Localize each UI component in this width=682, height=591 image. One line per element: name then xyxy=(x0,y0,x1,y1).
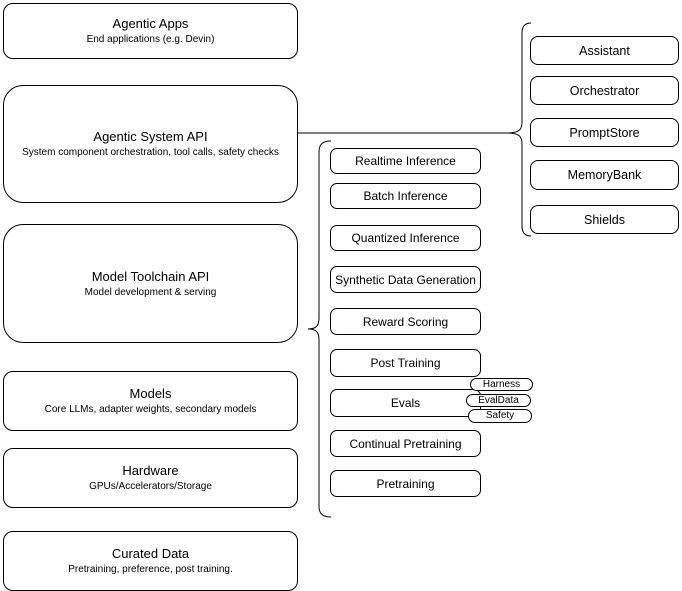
toolchain-item-post-training: Post Training xyxy=(330,349,481,377)
evals-pill-harness: Harness xyxy=(470,378,533,391)
toolchain-item-continual-pretraining: Continual Pretraining xyxy=(330,430,481,457)
agentic-item-label: Orchestrator xyxy=(569,83,640,98)
agentic-item-promptstore: PromptStore xyxy=(530,118,679,147)
pill-label: EvalData xyxy=(478,394,519,406)
layer-subtitle: Core LLMs, adapter weights, secondary mo… xyxy=(44,404,257,415)
toolchain-item-quantized-inference: Quantized Inference xyxy=(330,225,481,251)
agentic-item-memorybank: MemoryBank xyxy=(530,160,679,190)
layer-title: Models xyxy=(129,386,172,401)
toolchain-item-reward-scoring: Reward Scoring xyxy=(330,308,481,335)
layer-agentic-apps: Agentic Apps End applications (e.g. Devi… xyxy=(3,3,298,59)
pill-label: Safety xyxy=(485,410,515,421)
toolchain-item-label: Batch Inference xyxy=(363,189,448,203)
toolchain-item-label: Pretraining xyxy=(376,476,435,491)
brace-model-toolchain xyxy=(307,140,332,518)
layer-subtitle: GPUs/Accelerators/Storage xyxy=(89,481,212,492)
agentic-item-assistant: Assistant xyxy=(530,36,679,65)
layer-title: Hardware xyxy=(122,463,179,478)
layer-title: Agentic System API xyxy=(93,129,208,144)
agentic-item-label: Assistant xyxy=(579,43,630,58)
agentic-item-orchestrator: Orchestrator xyxy=(530,76,679,105)
layer-agentic-system-api: Agentic System API System component orch… xyxy=(3,85,298,203)
toolchain-item-label: Post Training xyxy=(370,356,441,370)
layer-subtitle: Pretraining, preference, post training. xyxy=(68,564,233,575)
layer-subtitle: System component orchestration, tool cal… xyxy=(22,147,279,158)
agentic-item-label: MemoryBank xyxy=(567,168,642,182)
toolchain-item-realtime-inference: Realtime Inference xyxy=(330,148,481,174)
toolchain-item-synthetic-data-generation: Synthetic Data Generation xyxy=(330,266,481,293)
layer-title: Agentic Apps xyxy=(112,16,189,31)
toolchain-item-pretraining: Pretraining xyxy=(330,470,481,497)
evals-pill-evaldata: EvalData xyxy=(466,394,531,407)
layer-hardware: Hardware GPUs/Accelerators/Storage xyxy=(3,448,298,508)
toolchain-item-label: Reward Scoring xyxy=(362,314,449,329)
layer-model-toolchain-api: Model Toolchain API Model development & … xyxy=(3,224,298,343)
layer-title: Curated Data xyxy=(111,546,190,561)
evals-pill-safety: Safety xyxy=(468,409,532,423)
agentic-item-label: Shields xyxy=(584,212,625,227)
layer-title: Model Toolchain API xyxy=(91,268,210,284)
toolchain-item-evals: Evals xyxy=(330,389,481,417)
toolchain-item-label: Synthetic Data Generation xyxy=(335,272,476,287)
layer-subtitle: Model development & serving xyxy=(84,286,217,298)
agentic-item-shields: Shields xyxy=(530,205,679,234)
agentic-item-label: PromptStore xyxy=(569,125,640,140)
pill-label: Harness xyxy=(482,378,521,390)
layer-curated-data: Curated Data Pretraining, preference, po… xyxy=(3,531,298,591)
toolchain-item-batch-inference: Batch Inference xyxy=(330,183,481,209)
toolchain-item-label: Continual Pretraining xyxy=(349,436,462,451)
brace-agentic-system xyxy=(506,22,532,237)
layer-subtitle: End applications (e.g. Devin) xyxy=(86,34,215,45)
toolchain-item-label: Quantized Inference xyxy=(351,231,460,245)
layer-models: Models Core LLMs, adapter weights, secon… xyxy=(3,371,298,431)
toolchain-item-label: Evals xyxy=(390,396,421,410)
toolchain-item-label: Realtime Inference xyxy=(355,154,456,168)
